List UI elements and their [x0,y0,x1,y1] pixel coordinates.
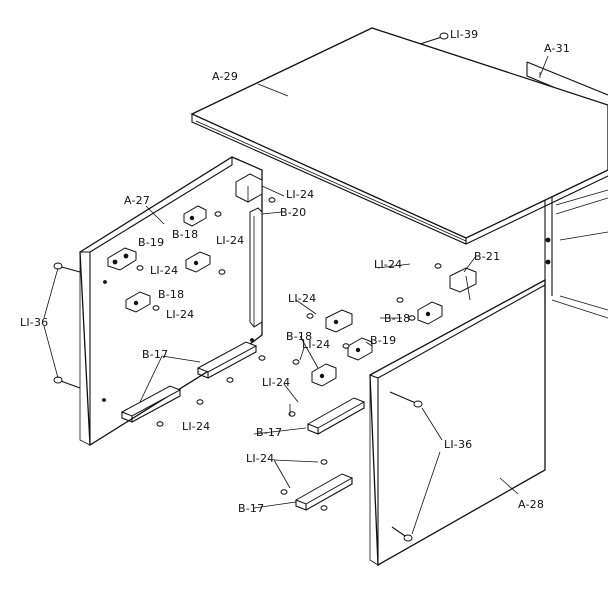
label-a31: A-31 [544,42,570,55]
bracket-b19-left [107,247,137,271]
rail-b17-mid-right [306,397,366,435]
bracket-b19-centre [347,337,373,361]
label-li24-4: LI-24 [166,308,194,321]
label-b18-3: B-18 [384,312,410,325]
side-panel-a28 [369,278,546,567]
label-b19-1: B-19 [138,236,164,249]
label-b17-1: B-17 [142,348,168,361]
rail-b17-lower [120,385,182,423]
label-li36-2: LI-36 [444,438,472,451]
side-panel-a27 [79,156,263,447]
label-b18-2: B-18 [158,288,184,301]
screws-li36-right [389,391,443,542]
label-li24-7: LI-24 [288,292,316,305]
leader-lines [139,55,549,509]
label-b18-4: B-18 [286,330,312,343]
rail-b17-low-right [294,473,354,511]
label-li24-8: LI-24 [302,338,330,351]
rear-frame [544,189,608,319]
label-li24-10: LI-24 [246,452,274,465]
bracket-b20-top [235,173,263,203]
label-li24-3: LI-24 [150,264,178,277]
label-b20: B-20 [280,206,306,219]
label-li36-1: LI-36 [20,316,48,329]
screws-li24 [102,197,442,511]
post-b20 [249,207,263,328]
screws-li36-left [43,262,81,389]
top-panel-a29 [190,27,608,245]
label-li24-2: LI-24 [216,234,244,247]
screw-li39 [419,32,449,45]
label-li24-5: LI-24 [182,420,210,433]
bracket-b18-lowcentre [311,363,337,387]
label-li24-9: LI-24 [262,376,290,389]
part-labels: LI-39 A-31 A-29 A-27 A-28 LI-24 B-20 B-1… [20,28,570,515]
label-a27: A-27 [124,194,150,207]
label-li24-1: LI-24 [286,188,314,201]
bracket-b21 [449,267,477,301]
bracket-b18-centre [325,309,353,333]
label-a29: A-29 [212,70,238,83]
bracket-b18-lower [125,291,151,313]
label-b17-3: B-17 [238,502,264,515]
label-b21: B-21 [474,250,500,263]
rail-b17-upper [196,341,258,379]
label-li24-6: LI-24 [374,258,402,271]
bracket-b18-mid [185,251,211,273]
bracket-b18-right [417,301,443,325]
label-b18-1: B-18 [172,228,198,241]
label-li39: LI-39 [450,28,478,41]
label-b19-2: B-19 [370,334,396,347]
label-a28: A-28 [518,498,544,511]
bracket-b18-upper [183,205,207,227]
label-b17-2: B-17 [256,426,282,439]
